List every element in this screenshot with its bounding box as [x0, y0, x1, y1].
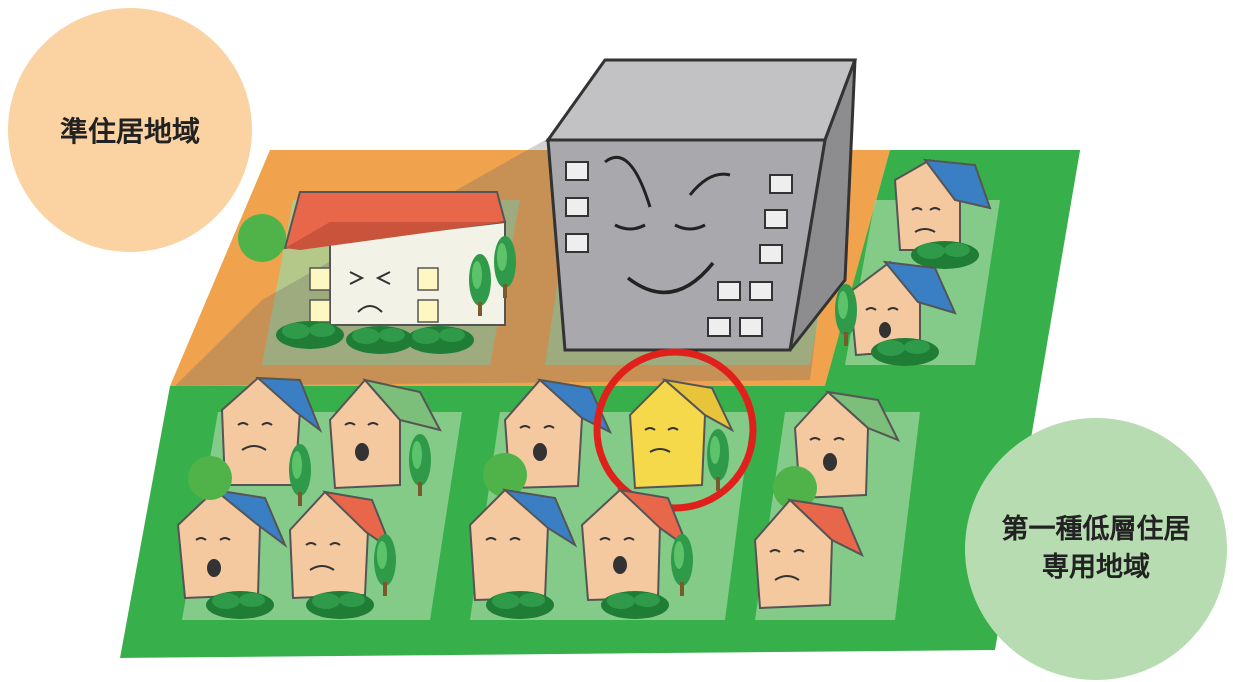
low-rise-zone-text-line2: 専用地域	[1002, 549, 1191, 587]
semi-residential-zone-label: 準住居地域	[8, 8, 252, 252]
low-rise-zone-label: 第一種低層住居 専用地域	[965, 418, 1227, 680]
low-rise-zone-text-line1: 第一種低層住居	[1002, 511, 1191, 549]
tall-building	[548, 60, 855, 350]
semi-residential-zone-text: 準住居地域	[60, 110, 200, 150]
